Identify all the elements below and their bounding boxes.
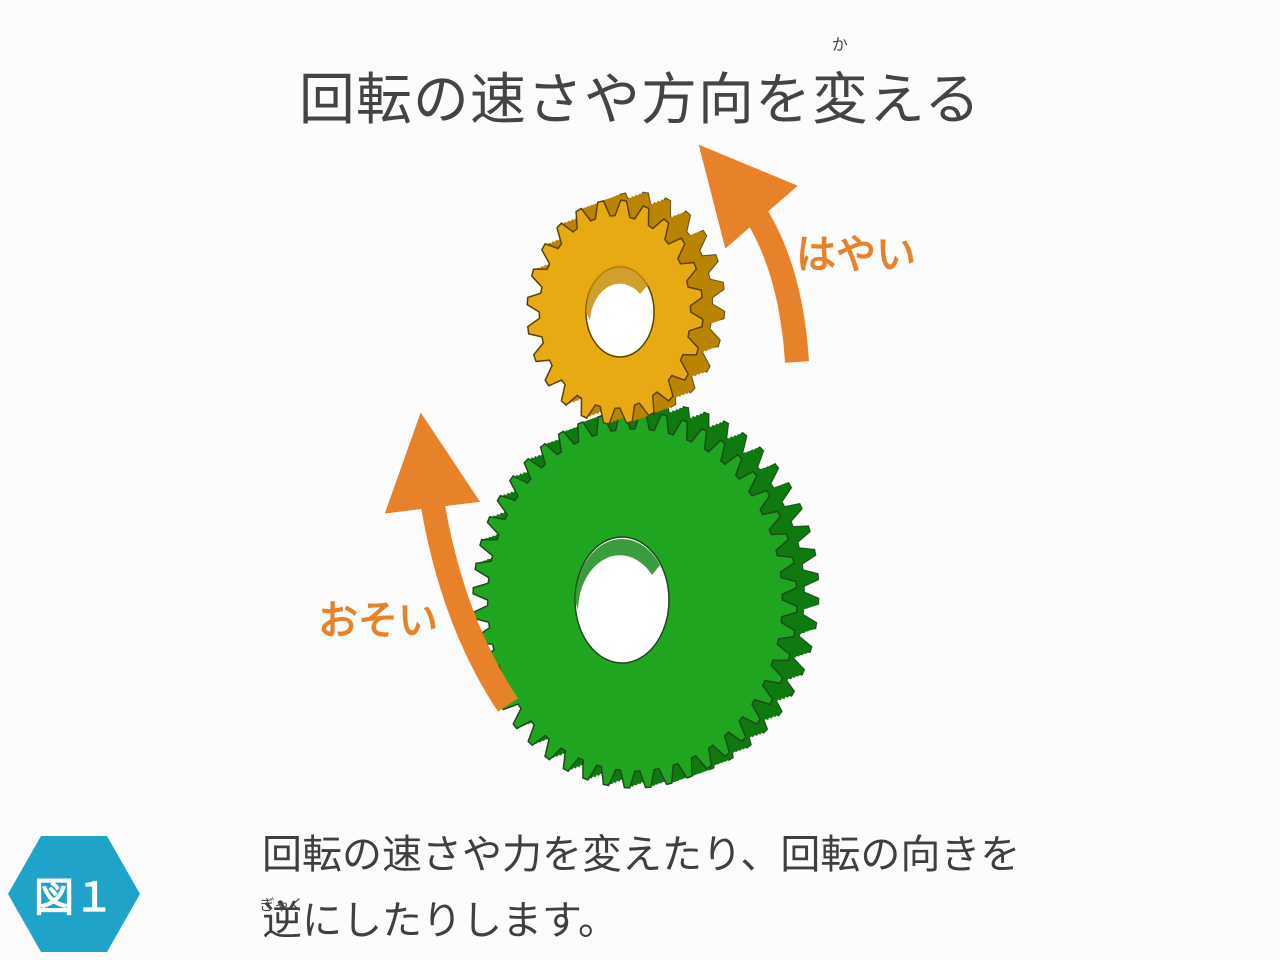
title-ruby-base: 変	[811, 68, 869, 133]
large-gear	[472, 403, 820, 789]
page-title: 回転の速さや方向をか変える	[0, 35, 1280, 136]
small-gear	[526, 191, 726, 425]
title-ruby-reading: か	[831, 35, 849, 54]
large-gear-hole	[574, 536, 670, 664]
title-text-before: 回転の速さや方向を	[298, 68, 812, 133]
description-line-1: 回転の速さや力を変えたり、回転の向きを	[262, 832, 1021, 878]
fast-label: はやい	[796, 232, 916, 278]
title-ruby: か変	[811, 35, 869, 136]
description-line-2: ぎゃく逆にしたりします。	[260, 888, 1020, 954]
figure-badge: 図１	[8, 836, 140, 952]
figure-badge-label: 図１	[34, 875, 114, 921]
fast-rotation-arrow	[698, 144, 809, 363]
slow-label: おそい	[318, 598, 438, 644]
slow-rotation-arrow	[384, 412, 519, 712]
description-ruby: ぎゃく逆	[260, 888, 305, 954]
title-text-after: える	[868, 68, 982, 133]
description: 回転の速さや力を変えたり、回転の向きを ぎゃく逆にしたりします。	[260, 822, 1021, 954]
description-line-2-rest: にしたりします。	[302, 898, 618, 944]
description-ruby-reading: ぎゃく	[259, 896, 305, 914]
description-ruby-base: 逆	[262, 898, 302, 944]
